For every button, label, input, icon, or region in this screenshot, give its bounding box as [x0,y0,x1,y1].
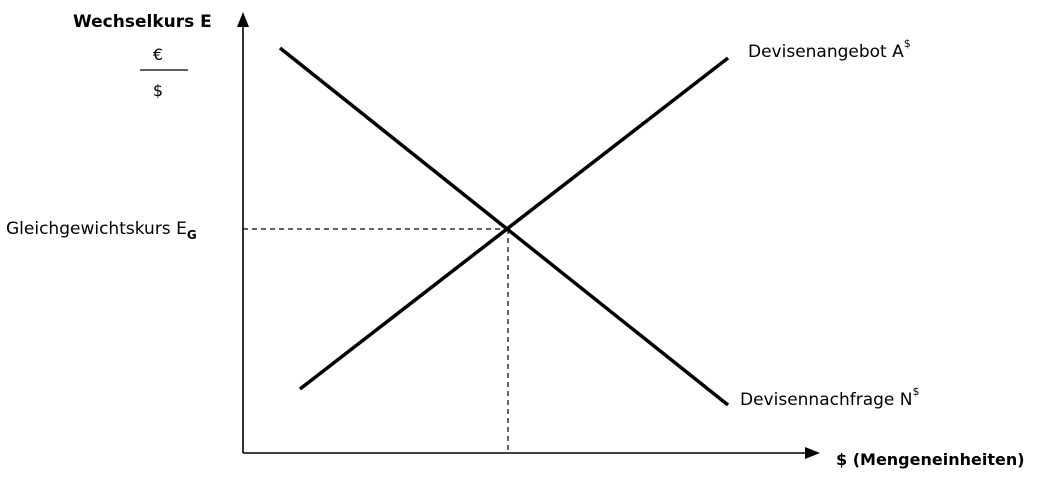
supply-curve-superscript: $ [904,37,911,50]
y-axis-unit-numerator: € [153,45,163,64]
y-axis-arrowhead [237,12,249,27]
y-axis-unit-denominator: $ [153,81,163,100]
supply-curve-line [298,56,730,391]
equilibrium-label: Gleichgewichtskurs EG [6,219,197,242]
y-axis-title: Wechselkurs E [73,12,212,32]
equilibrium-label-text: Gleichgewichtskurs E [6,219,187,239]
supply-curve-label: Devisenangebot A$ [748,37,911,62]
x-axis-title: $ (Mengeneinheiten) [836,450,1025,469]
demand-curve-line [278,46,730,407]
x-axis-arrowhead [805,447,820,459]
demand-curve-label: Devisennachfrage N$ [740,385,920,410]
demand-curve-name: Devisennachfrage N [740,390,913,410]
supply-curve-name: Devisenangebot A [748,42,904,62]
equilibrium-label-subscript: G [187,228,197,242]
demand-curve-superscript: $ [913,385,920,398]
